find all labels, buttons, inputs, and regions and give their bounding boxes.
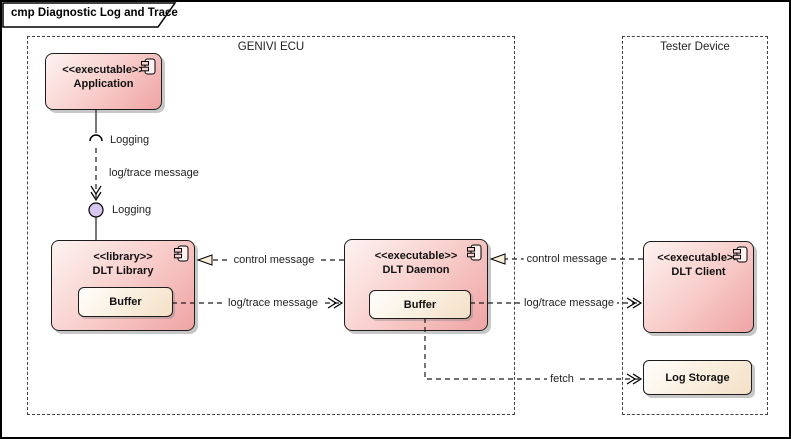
dlt-daemon-stereotype: <<executable>> xyxy=(374,250,458,262)
dlt-library-stereotype: <<library>> xyxy=(93,251,153,263)
boundary-tester-device[interactable]: Tester Device xyxy=(622,36,768,415)
ball-label: Logging xyxy=(109,204,155,216)
boundary-genivi-ecu[interactable]: GENIVI ECU xyxy=(27,36,515,415)
logtrace-label-right: log/trace message xyxy=(521,297,617,309)
component-application[interactable]: <<executable>> Application xyxy=(45,53,162,110)
dlt-library-buffer[interactable]: Buffer xyxy=(78,287,173,317)
boundary-genivi-label: GENIVI ECU xyxy=(237,41,305,53)
fetch-label: fetch xyxy=(547,373,577,385)
component-icon xyxy=(174,245,189,268)
boundary-tester-label: Tester Device xyxy=(660,41,730,53)
diagram-title: cmp Diagnostic Log and Trace xyxy=(11,7,178,19)
component-icon xyxy=(733,246,748,269)
application-name: Application xyxy=(73,78,134,90)
buffer-label: Buffer xyxy=(403,298,437,311)
logtrace-label-left: log/trace message xyxy=(225,297,321,309)
component-dlt-library[interactable]: <<library>> DLT Library Buffer xyxy=(51,240,195,331)
buffer-label: Buffer xyxy=(109,296,142,308)
control-message-label-right: control message xyxy=(523,253,611,265)
component-icon xyxy=(467,244,482,267)
component-icon xyxy=(141,58,156,81)
application-stereotype: <<executable>> xyxy=(62,64,145,76)
logtrace-app-label: log/trace message xyxy=(106,167,202,179)
component-dlt-client[interactable]: <<executable>> DLT Client xyxy=(643,241,754,333)
component-dlt-daemon[interactable]: <<executable>> DLT Daemon Buffer xyxy=(344,239,488,331)
dlt-daemon-name: DLT Daemon xyxy=(382,264,450,276)
log-storage[interactable]: Log Storage xyxy=(643,360,752,395)
dlt-daemon-buffer[interactable]: Buffer xyxy=(369,290,471,319)
dlt-client-name: DLT Client xyxy=(671,266,726,278)
dlt-client-stereotype: <<executable>> xyxy=(657,252,740,264)
log-storage-label: Log Storage xyxy=(665,371,730,384)
dlt-library-name: DLT Library xyxy=(92,265,154,277)
socket-label: Logging xyxy=(107,134,153,146)
control-message-label-left: control message xyxy=(230,254,318,266)
